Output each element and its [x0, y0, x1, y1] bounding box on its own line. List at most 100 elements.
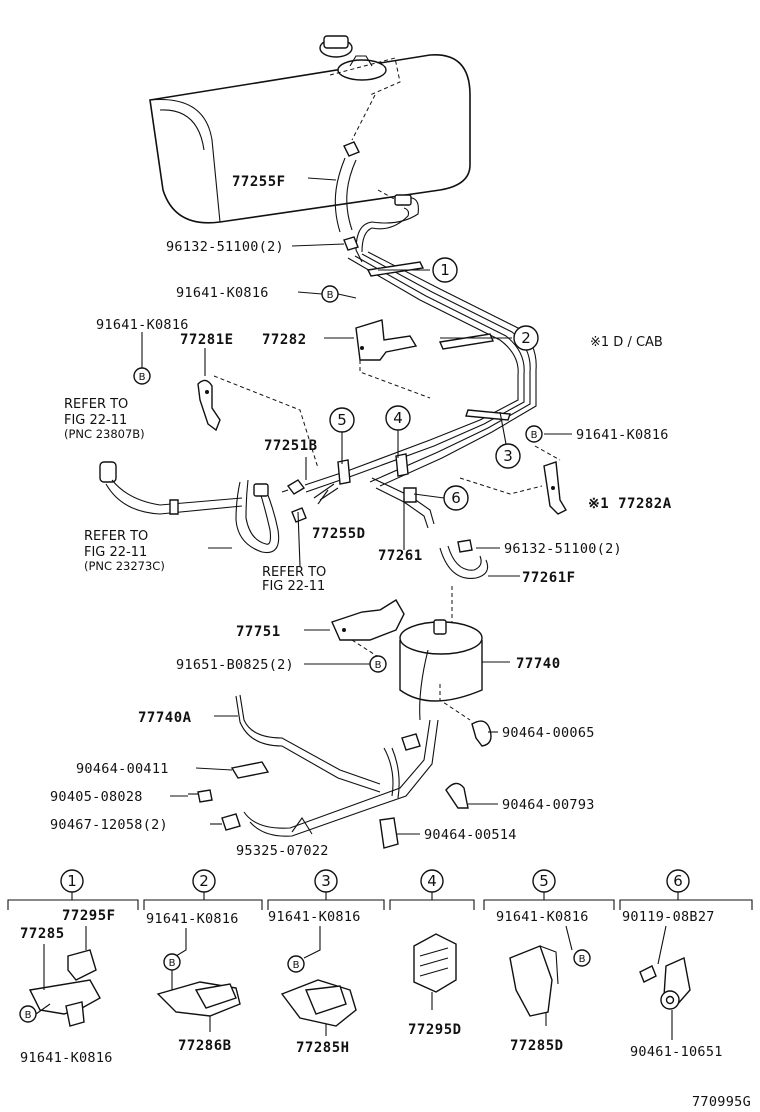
hose-77261F	[439, 539, 489, 630]
callout-b-4: B	[369, 655, 387, 673]
svg-text:B: B	[579, 954, 586, 965]
svg-text:91641-K0816: 91641-K0816	[268, 909, 361, 925]
detail-5: 5 91641-K0816 B 77285D	[496, 869, 591, 1054]
callout-circles: 1 2 3 4 5 6 B B	[133, 257, 543, 673]
label-90467: 90467-12058(2)	[50, 817, 168, 833]
svg-text:B: B	[531, 430, 538, 441]
svg-text:B: B	[293, 960, 300, 971]
part-labels: 77255F 96132-51100(2) 91641-K0816 91641-…	[50, 174, 672, 859]
callout-5: 5	[329, 407, 355, 433]
label-77751: 77751	[236, 624, 281, 640]
svg-text:91641-K0816: 91641-K0816	[20, 1050, 113, 1066]
svg-text:77295D: 77295D	[408, 1022, 462, 1038]
label-77281E: 77281E	[180, 332, 234, 348]
charcoal-canister-77740	[399, 619, 483, 721]
label-refer2-line2: FIG 22-11	[84, 545, 147, 560]
label-77740A: 77740A	[138, 710, 192, 726]
leader-lines	[141, 177, 572, 835]
label-77255F: 77255F	[232, 174, 286, 190]
label-refer1-line1: REFER TO	[64, 397, 128, 412]
svg-text:B: B	[139, 372, 146, 383]
svg-text:91641-K0816: 91641-K0816	[496, 909, 589, 925]
hose-left-assembly	[99, 461, 280, 554]
label-77740: 77740	[516, 656, 561, 672]
fuel-tank	[149, 35, 471, 224]
fuel-pipe-bundle	[304, 251, 537, 529]
footer-code: 770995G	[692, 1094, 751, 1110]
svg-text:6: 6	[673, 872, 683, 890]
label-96132-mid: 96132-51100(2)	[504, 541, 622, 557]
label-refer3-line1: REFER TO	[262, 565, 326, 580]
callout-3: 3	[495, 443, 521, 469]
svg-text:B: B	[169, 958, 176, 969]
callout-2: 2	[513, 325, 539, 351]
svg-text:1: 1	[67, 872, 77, 890]
label-77261: 77261	[378, 548, 423, 564]
label-91641-left: 91641-K0816	[96, 317, 189, 333]
label-77282: 77282	[262, 332, 307, 348]
label-91651: 91651-B0825(2)	[176, 657, 294, 673]
label-refer2-line1: REFER TO	[84, 529, 148, 544]
clamp-77251B	[281, 479, 306, 495]
hose-77255D	[291, 483, 339, 523]
svg-text:1: 1	[440, 261, 450, 279]
svg-text:4: 4	[427, 872, 437, 890]
svg-text:B: B	[327, 290, 334, 301]
bracket-77282A	[459, 445, 567, 515]
svg-text:B: B	[25, 1010, 32, 1021]
label-95325: 95325-07022	[236, 843, 329, 859]
bracket-77281E	[197, 375, 319, 469]
callout-b-2: B	[133, 367, 151, 385]
hose-77740A	[235, 694, 381, 793]
svg-text:90461-10651: 90461-10651	[630, 1044, 723, 1060]
svg-text:5: 5	[539, 872, 549, 890]
detail-6: 6 90119-08B27 90461-10651	[622, 869, 723, 1060]
label-77261F: 77261F	[522, 570, 576, 586]
detail-3: 3 91641-K0816 B 77285H	[268, 869, 361, 1056]
detail-4: 4 77295D	[408, 869, 462, 1038]
hose-95325	[243, 719, 439, 837]
label-91641-b1: 91641-K0816	[176, 285, 269, 301]
svg-text:77285D: 77285D	[510, 1038, 564, 1054]
svg-text:3: 3	[503, 447, 513, 465]
svg-text:5: 5	[337, 411, 347, 429]
svg-text:90119-08B27: 90119-08B27	[622, 909, 715, 925]
svg-text:77286B: 77286B	[178, 1038, 232, 1054]
hose-77255F	[334, 157, 357, 233]
label-cab-note: ※1 D / CAB	[590, 335, 663, 350]
clips-lower	[188, 720, 492, 849]
label-77282A: ※1 77282A	[588, 496, 672, 512]
label-91641-right: 91641-K0816	[576, 427, 669, 443]
bracket-77751	[331, 599, 405, 659]
label-90405: 90405-08028	[50, 789, 143, 805]
svg-text:91641-K0816: 91641-K0816	[146, 911, 239, 927]
detail-2: 2 91641-K0816 B 77286B	[146, 869, 241, 1054]
svg-text:2: 2	[199, 872, 209, 890]
fuel-pipe-from-tank	[355, 189, 419, 263]
label-refer3-line2: FIG 22-11	[262, 579, 325, 594]
label-96132-top: 96132-51100(2)	[166, 239, 284, 255]
label-90464-411: 90464-00411	[76, 761, 169, 777]
label-77251B: 77251B	[264, 438, 318, 454]
svg-text:B: B	[375, 660, 382, 671]
callout-b-3: B	[525, 425, 543, 443]
callout-6: 6	[443, 485, 469, 511]
label-refer2-line3: (PNC 23273C)	[84, 559, 165, 573]
bracket-77282	[355, 319, 431, 399]
detail-panels: 1 77295F 77285 B 91641-K0816 2 91641-K08…	[7, 869, 753, 1066]
svg-text:77285: 77285	[20, 926, 65, 942]
label-refer1-line3: (PNC 23807B)	[64, 427, 145, 441]
clamp-96132-top	[343, 236, 359, 251]
callout-1: 1	[432, 257, 458, 283]
svg-text:2: 2	[521, 329, 531, 347]
label-90464-65: 90464-00065	[502, 725, 595, 741]
svg-text:3: 3	[321, 872, 331, 890]
label-90464-793: 90464-00793	[502, 797, 595, 813]
callout-b-1: B	[321, 285, 339, 303]
detail-1: 1 77295F 77285 B 91641-K0816	[19, 869, 116, 1066]
svg-text:77295F: 77295F	[62, 908, 116, 924]
label-90464-514: 90464-00514	[424, 827, 517, 843]
svg-text:77285H: 77285H	[296, 1040, 350, 1056]
callout-4: 4	[385, 405, 411, 431]
